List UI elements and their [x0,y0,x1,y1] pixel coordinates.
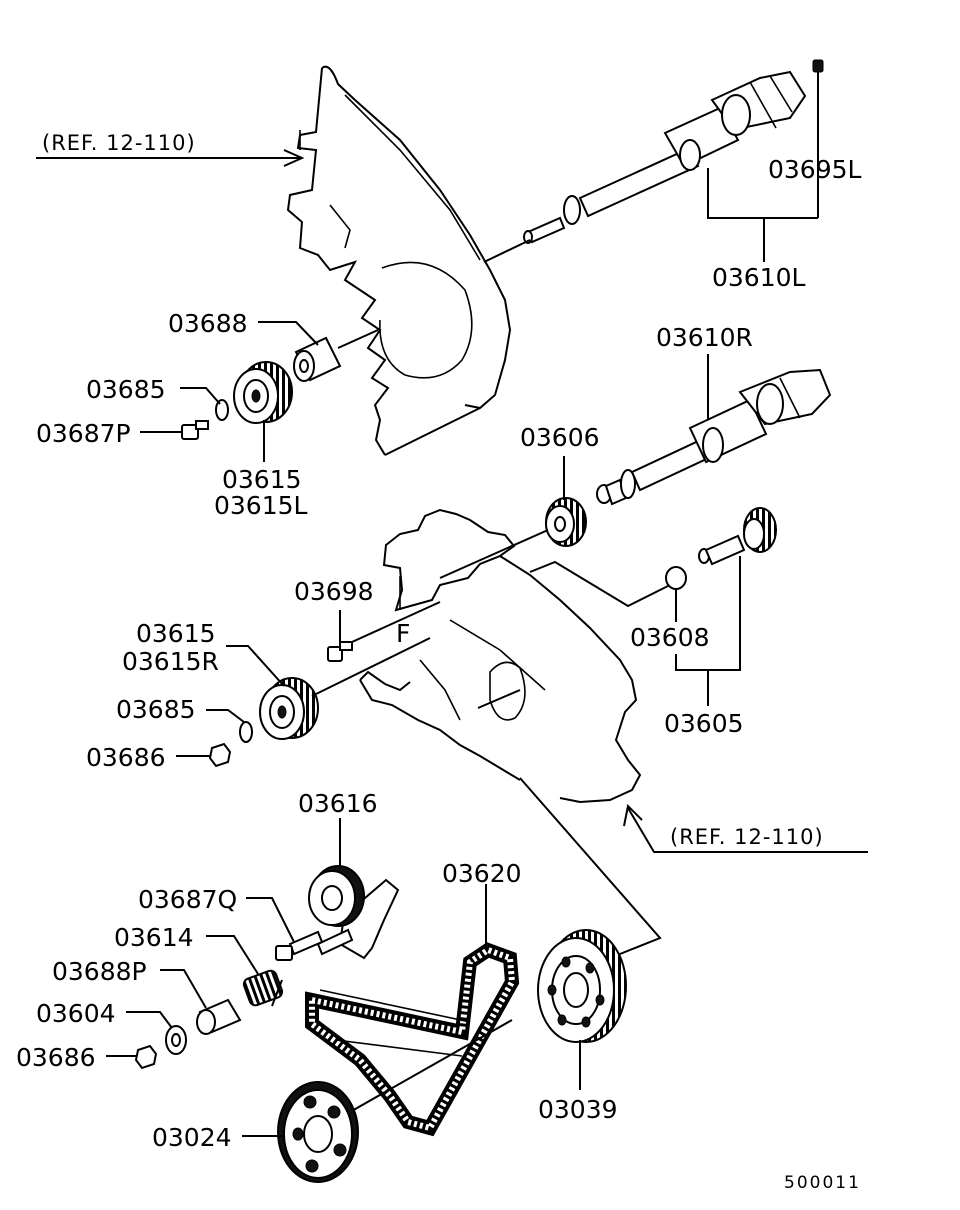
sprocket-03024 [277,1081,359,1183]
sprocket-03039 [537,929,627,1043]
plug-03695L [812,59,824,73]
label-03614: 03614 [114,923,194,952]
label-03606: 03606 [520,423,600,452]
ref-top-arrowhead [283,149,305,167]
label-03686-lower: 03686 [16,1043,96,1072]
leader-bushing-shaft [337,329,379,349]
timing-belt-03620 [305,942,520,1137]
bolt-03687P [181,420,209,440]
marker-F: F [396,619,410,648]
bracket-03610L [707,168,818,219]
label-03608: 03608 [630,623,710,652]
label-03616: 03616 [298,789,378,818]
label-03604: 03604 [36,999,116,1028]
bolt-03698 [327,641,353,662]
leader-sprocket-shaft [311,637,431,697]
label-03687Q: 03687Q [138,885,237,914]
diagram-code: 500011 [784,1173,861,1193]
leader-03608-path [529,560,669,608]
bushing-03688 [293,336,342,382]
label-03615R: 03615R [122,647,219,676]
shaft-03605 [698,507,777,566]
camshaft-left-leader [483,239,531,263]
tensioner-03616 [308,865,400,960]
label-03685-right: 03685 [116,695,196,724]
label-03688: 03688 [168,309,248,338]
label-03688P: 03688P [52,957,147,986]
sprocket-03615L [233,361,293,424]
label-03610R: 03610R [656,323,753,352]
ref-bottom-arrowhead [623,803,643,827]
leader-03604 [126,1011,173,1029]
camshaft-left [523,70,807,244]
nut-03686-lower [134,1044,158,1070]
label-03620: 03620 [442,859,522,888]
bushing-03688P [196,998,242,1035]
bushing-03608 [665,566,687,590]
ref-bottom-arrow-line [627,807,868,853]
leader-03614 [206,935,259,975]
sprocket-03615R [259,677,319,740]
ref-top-label: (REF. 12-110) [42,131,196,155]
gear-03606 [545,497,587,547]
leader-crank-belt [349,1019,513,1113]
leader-03688P [160,969,207,1009]
label-03686-upper: 03686 [86,743,166,772]
label-03024: 03024 [152,1123,232,1152]
leader-03685-right [206,709,245,723]
label-03685-left: 03685 [86,375,166,404]
bolt-03687Q [275,930,324,961]
leader-cover-hole [477,689,521,709]
spring-03614 [242,969,284,1007]
washer-03604-hole [171,1033,181,1047]
upper-rear-cover [286,65,512,456]
label-03687P: 03687P [36,419,131,448]
leader-03688 [258,321,319,346]
leader-03687Q [246,897,295,943]
label-03615L: 03615L [214,491,308,520]
leader-03685-left [180,387,221,405]
ref-bottom-label: (REF. 12-110) [670,825,824,849]
camshaft-right [596,368,832,506]
label-03039: 03039 [538,1095,618,1124]
lower-rear-cover [359,508,642,804]
nut-03686-upper [208,742,232,768]
label-03610L: 03610L [712,263,806,292]
label-03695L: 03695L [768,155,862,184]
washer-03685-right [239,721,253,743]
label-03698: 03698 [294,577,374,606]
leader-gear-shaft [439,529,549,579]
label-03605: 03605 [664,709,744,738]
leader-03698-bolt [351,601,441,643]
leader-03615-right [226,645,285,687]
label-03615-left: 03615 [222,465,302,494]
label-03615-right: 03615 [136,619,216,648]
washer-03685-left [215,399,229,421]
